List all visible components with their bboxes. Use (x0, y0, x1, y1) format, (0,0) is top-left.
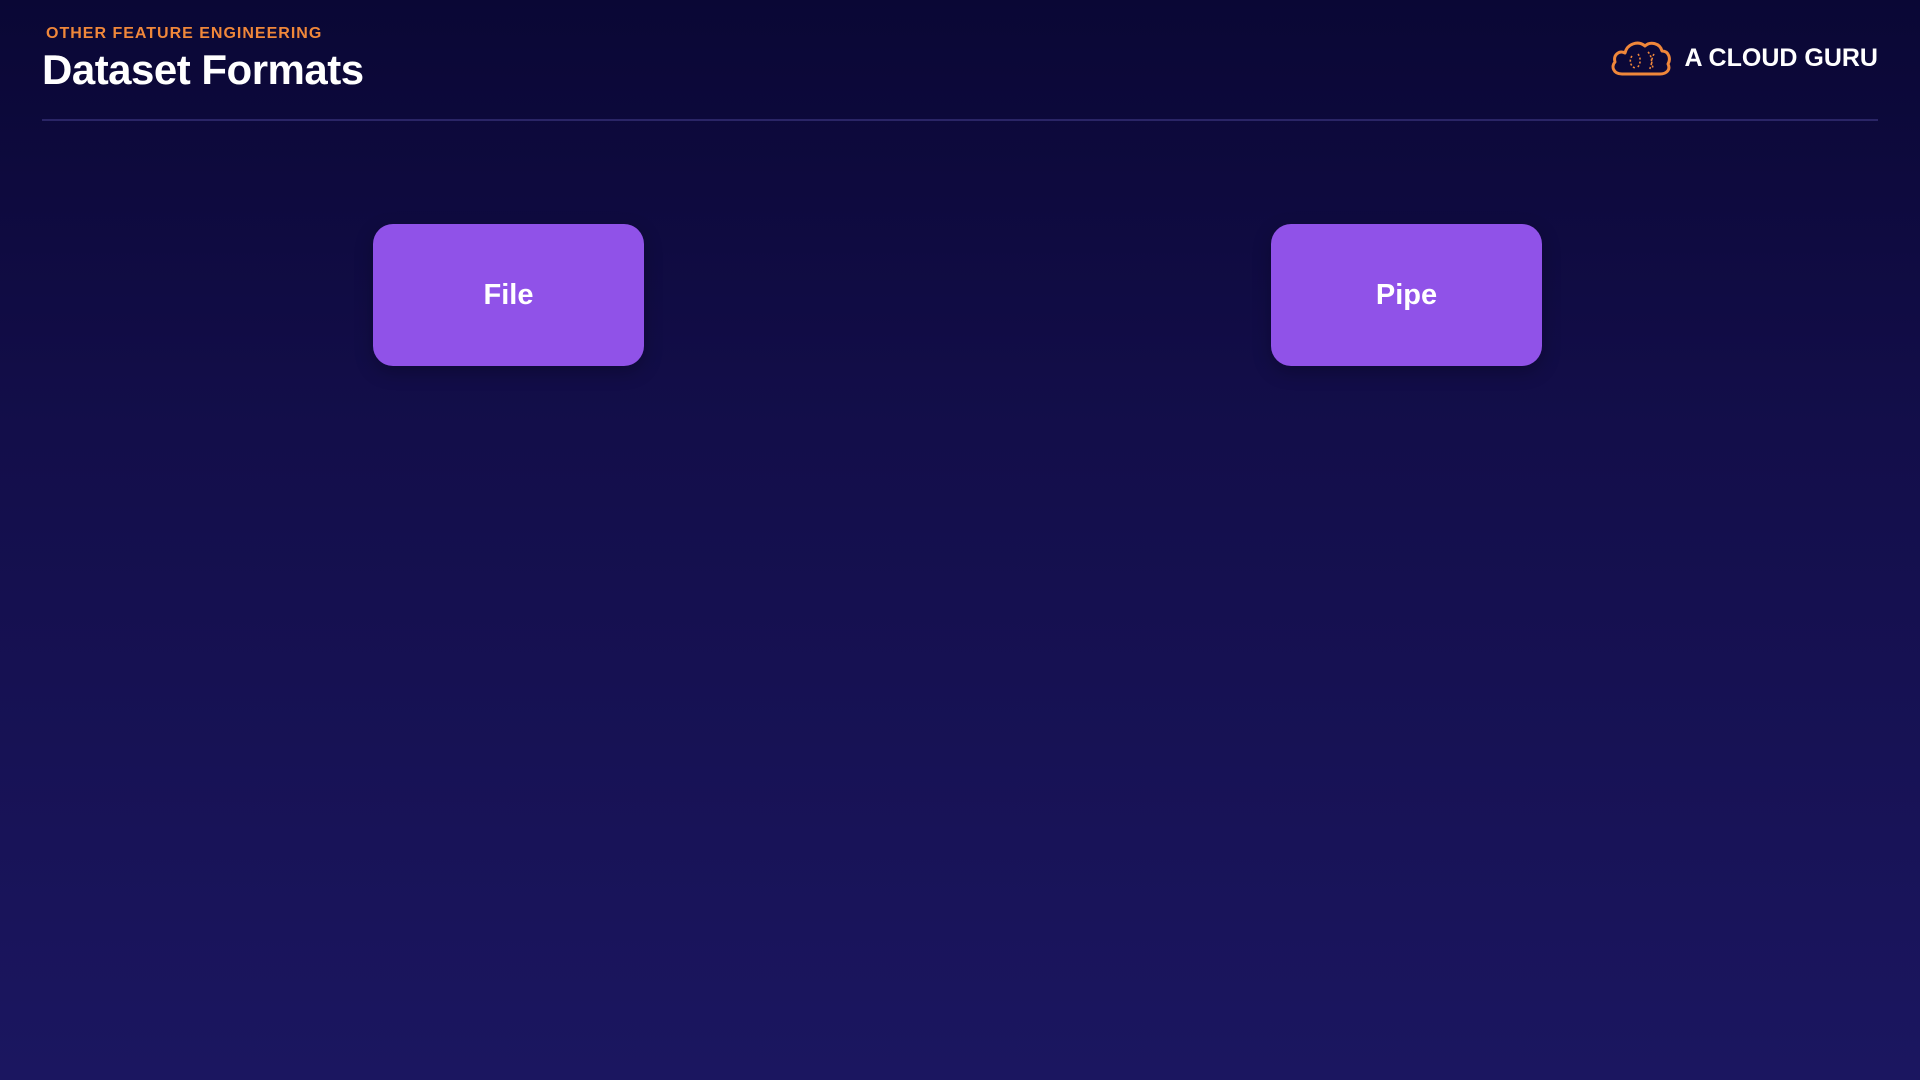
cloud-guru-logo-icon (1612, 41, 1672, 76)
section-label: OTHER FEATURE ENGINEERING (46, 25, 323, 42)
file-format-card: File (373, 224, 644, 366)
header-divider (42, 119, 1878, 121)
slide-title: Dataset Formats (42, 46, 364, 93)
brand: A CLOUD GURU (1608, 36, 1878, 80)
brand-name: A CLOUD GURU (1684, 43, 1878, 72)
pipe-format-card: Pipe (1271, 224, 1542, 366)
